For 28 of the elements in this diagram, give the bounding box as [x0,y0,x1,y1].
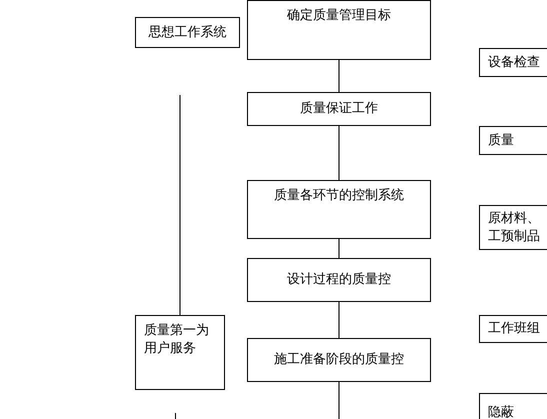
box-label: 质量保证工作 [299,100,379,118]
box-label: 原材料、工预制品 [488,210,541,246]
text-box [135,17,240,48]
box-label: 工作班组 [488,320,541,338]
text-box [479,48,547,77]
box-label: 施工准备阶段的质量控 [273,351,405,369]
connector-line [338,302,340,338]
box-label: 隐蔽 [488,404,515,419]
box-label: 质量 [488,132,515,150]
connector-line [338,382,340,419]
box-label: 确定质量管理目标 [286,7,392,25]
text-box [135,315,225,390]
box-label: 质量第一为用户服务 [144,322,210,358]
connector-line [338,238,340,258]
box-label: 质量各环节的控制系统 [273,187,405,205]
text-box [247,258,431,302]
connector-line [338,126,340,180]
text-box [247,338,431,382]
text-box [479,126,547,155]
connector-line [338,60,340,92]
box-label: 设计过程的质量控 [286,271,392,289]
text-box [247,0,431,60]
text-box [247,180,431,239]
text-box [479,205,547,250]
text-box [479,315,547,343]
text-box [247,92,431,126]
box-label: 设备检查 [488,54,541,72]
box-label: 思想工作系统 [148,24,228,42]
